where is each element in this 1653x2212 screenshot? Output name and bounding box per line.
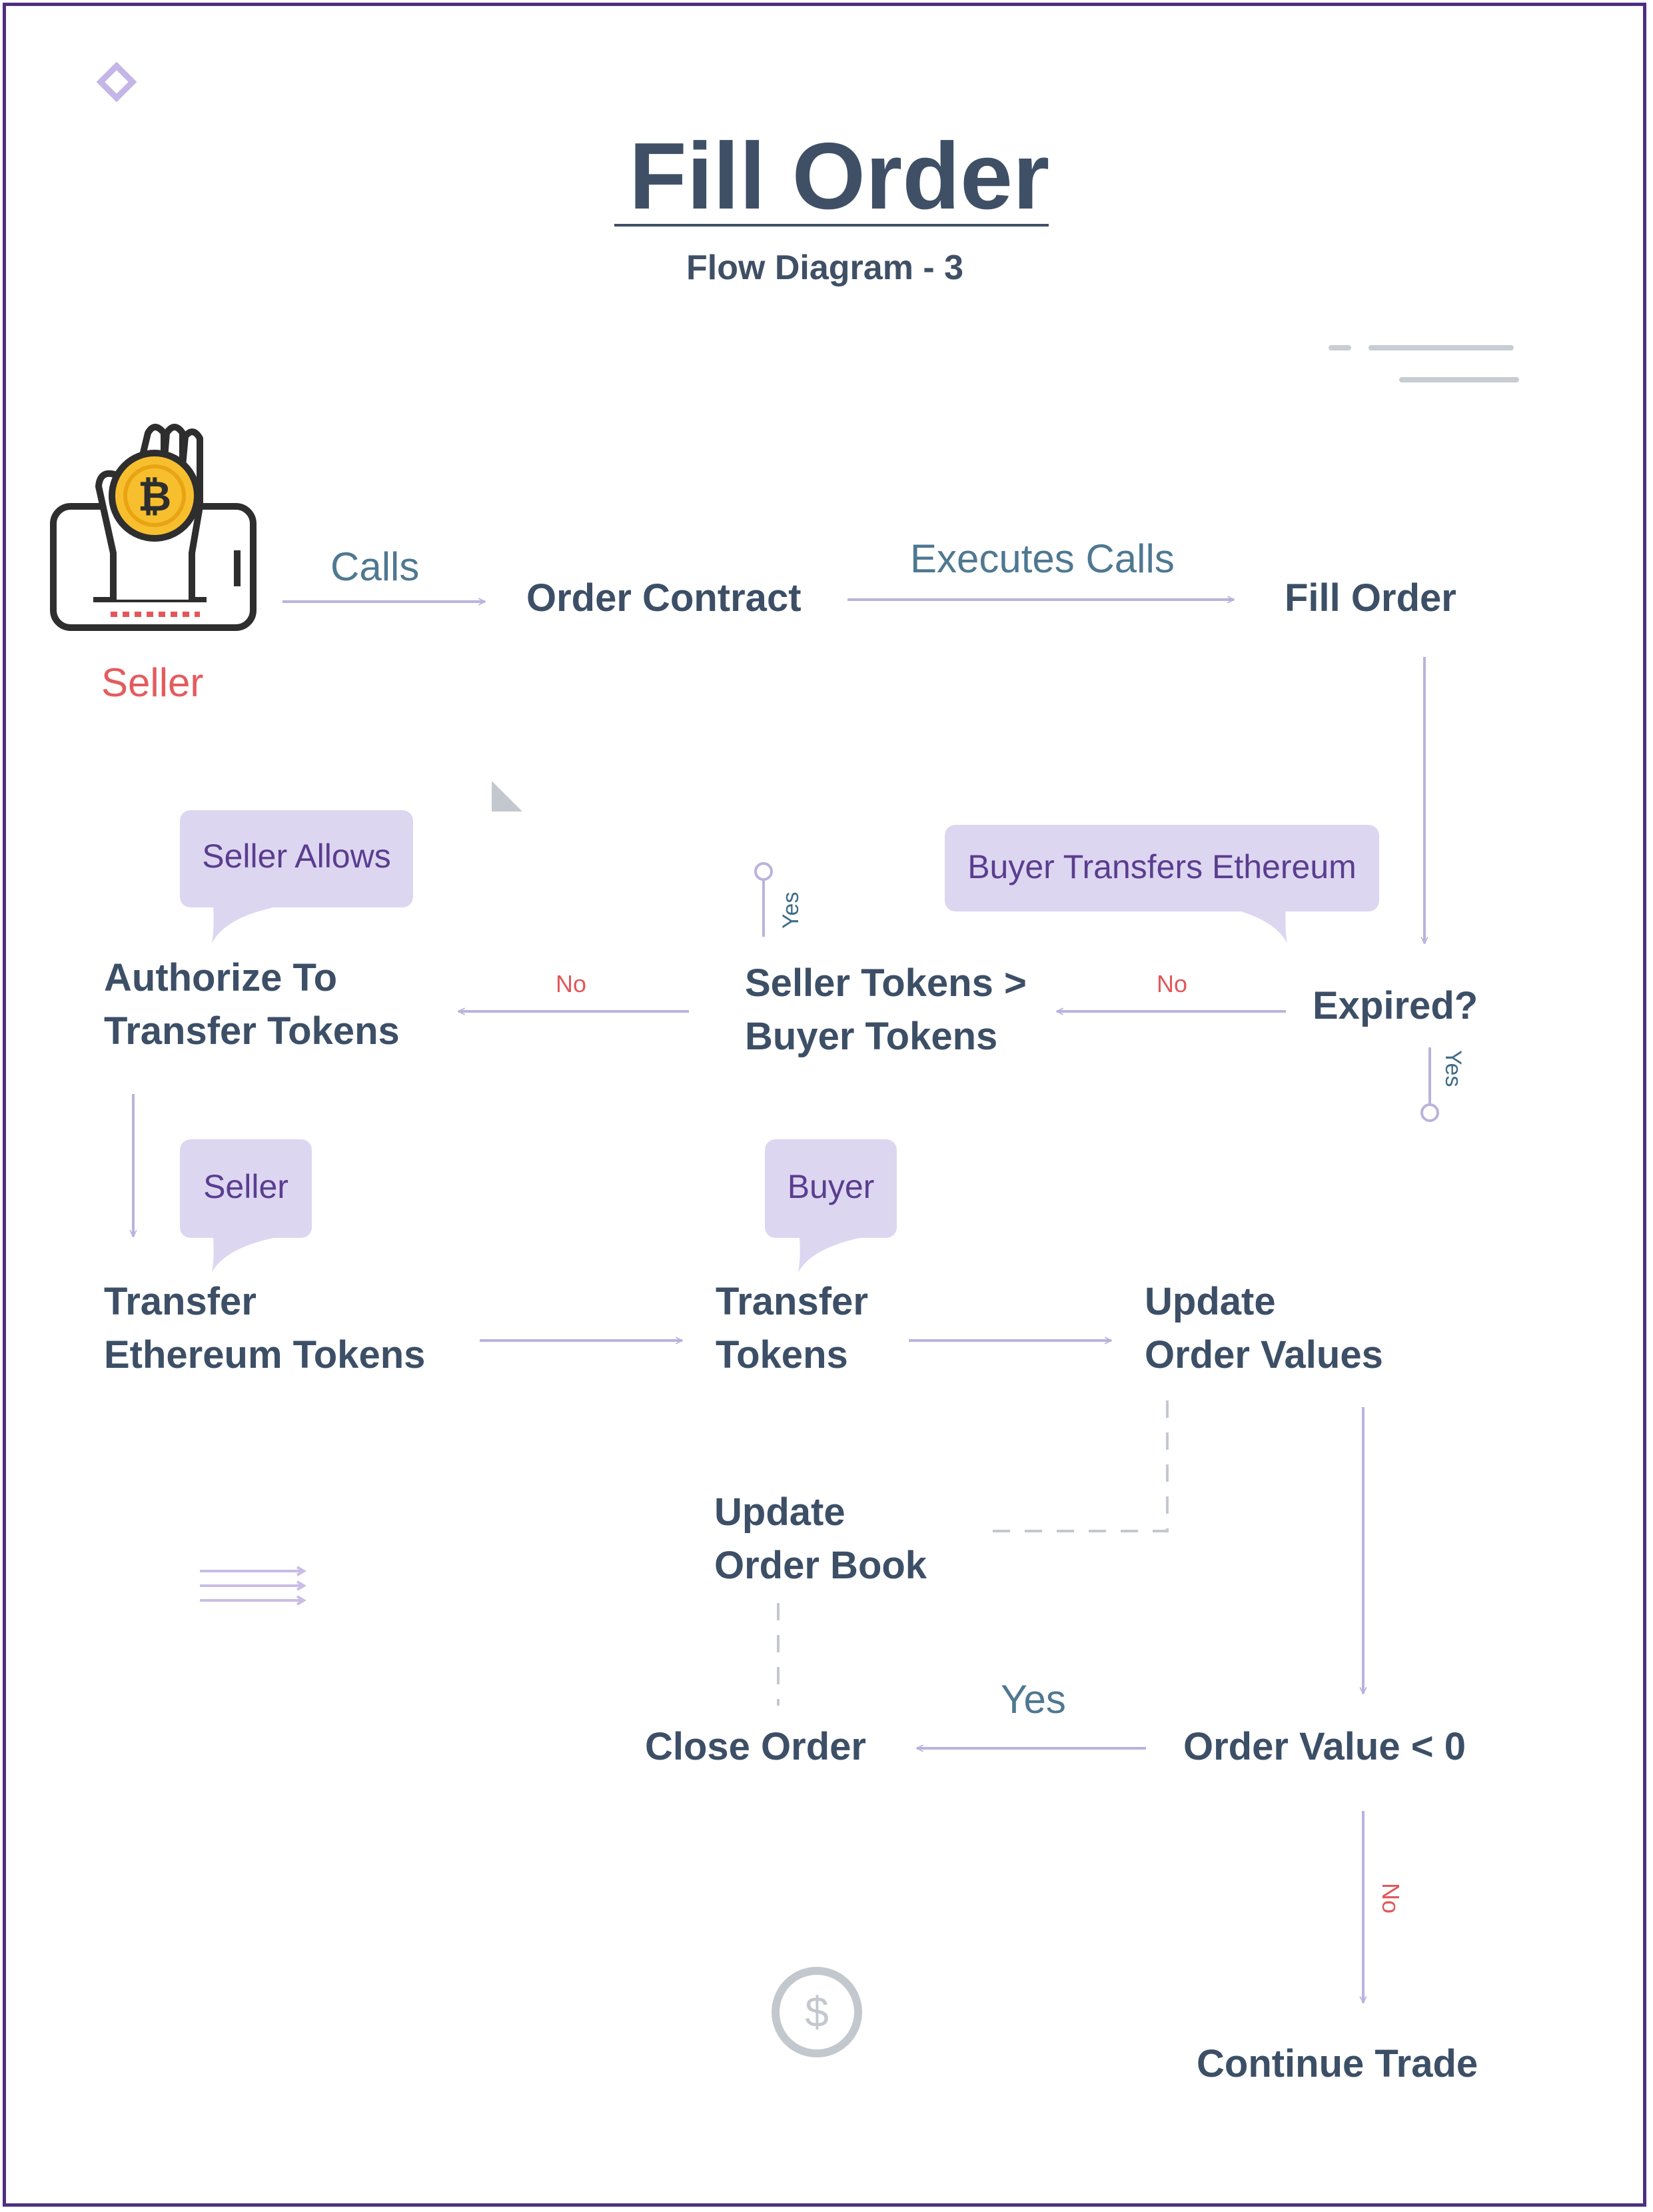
node-update-values-line2: Order Values — [1145, 1333, 1383, 1377]
bubble-seller-text: Seller — [203, 1168, 288, 1205]
bubble-seller: Seller — [180, 1139, 312, 1238]
dash-lines-icon — [1329, 345, 1519, 382]
tail-buyer — [798, 1237, 866, 1273]
dashed-update-values-to-order-book — [991, 1400, 1169, 1532]
edge-label-no-expired: No — [1157, 970, 1188, 997]
title-underline — [614, 224, 1049, 227]
dollar-coin-icon: $ — [772, 1967, 862, 2057]
edge-label-no-tokens: No — [556, 970, 587, 997]
tail-seller-allows — [212, 906, 280, 943]
svg-text:$: $ — [805, 1988, 829, 2036]
node-continue-trade: Continue Trade — [1197, 2042, 1478, 2085]
node-update-values-line1: Update — [1145, 1280, 1276, 1323]
edge-label-calls: Calls — [330, 544, 420, 589]
node-order-value-lt-0: Order Value < 0 — [1183, 1725, 1466, 1768]
bubble-buyer: Buyer — [765, 1139, 897, 1238]
node-seller-tokens-line1: Seller Tokens > — [745, 961, 1027, 1005]
hand-holding-bitcoin-phone-icon: ₿ — [50, 424, 257, 631]
node-update-book-line1: Update — [714, 1490, 845, 1534]
node-transfer-tokens: Transfer Tokens — [716, 1275, 868, 1382]
node-transfer-tokens-line2: Tokens — [716, 1333, 848, 1377]
node-authorize-line2: Transfer Tokens — [104, 1009, 400, 1053]
yes-pin-expired-end — [1420, 1103, 1439, 1122]
yes-pin-seller-tokens-end — [754, 862, 773, 881]
page-subtitle: Flow Diagram - 3 — [686, 249, 964, 287]
node-authorize-line1: Authorize To — [104, 956, 338, 999]
node-order-contract: Order Contract — [526, 576, 802, 620]
triple-arrow-icon — [200, 1566, 306, 1606]
svg-text:₿: ₿ — [138, 474, 172, 520]
bubble-buyer-text: Buyer — [787, 1168, 875, 1205]
page-corner-icon — [492, 781, 522, 812]
page-title: Fill Order — [629, 123, 1050, 229]
bubble-buyer-transfers-ethereum: Buyer Transfers Ethereum — [945, 825, 1379, 911]
node-authorize-transfer: Authorize To Transfer Tokens — [104, 951, 400, 1058]
edge-label-executes-calls: Executes Calls — [910, 536, 1175, 581]
edge-label-yes-order-value: Yes — [1001, 1677, 1066, 1722]
tail-buyer-transfers — [1219, 906, 1287, 943]
dashed-connectors — [777, 1400, 1169, 1706]
node-update-book-line2: Order Book — [714, 1544, 927, 1587]
node-seller-tokens-gt-buyer-tokens: Seller Tokens > Buyer Tokens — [745, 957, 1027, 1063]
page-frame — [3, 3, 1646, 2207]
bubble-buyer-transfers-text: Buyer Transfers Ethereum — [967, 848, 1357, 885]
arrows — [133, 600, 1424, 2003]
node-transfer-eth-line1: Transfer — [104, 1280, 257, 1323]
tail-seller — [212, 1237, 280, 1273]
bubble-seller-allows-text: Seller Allows — [202, 837, 391, 875]
node-update-order-book: Update Order Book — [714, 1486, 927, 1592]
node-seller-tokens-line2: Buyer Tokens — [745, 1015, 998, 1058]
node-transfer-eth-line2: Ethereum Tokens — [104, 1333, 426, 1377]
bubble-seller-allows: Seller Allows — [180, 810, 413, 907]
node-update-order-values: Update Order Values — [1145, 1275, 1383, 1382]
edge-label-yes-tokens: Yes — [778, 891, 804, 929]
node-fill-order: Fill Order — [1285, 576, 1456, 620]
yes-pins — [754, 862, 1439, 1122]
node-transfer-tokens-line1: Transfer — [716, 1280, 868, 1323]
node-transfer-ethereum-tokens: Transfer Ethereum Tokens — [104, 1275, 425, 1382]
edge-label-no-order-value: No — [1377, 1883, 1404, 1914]
diamond-icon — [96, 61, 137, 103]
edge-label-yes-expired: Yes — [1440, 1050, 1466, 1087]
node-expired: Expired? — [1313, 984, 1478, 1027]
bubble-tails — [212, 906, 1287, 1273]
actor-label: Seller — [101, 660, 204, 705]
node-close-order: Close Order — [645, 1725, 866, 1768]
